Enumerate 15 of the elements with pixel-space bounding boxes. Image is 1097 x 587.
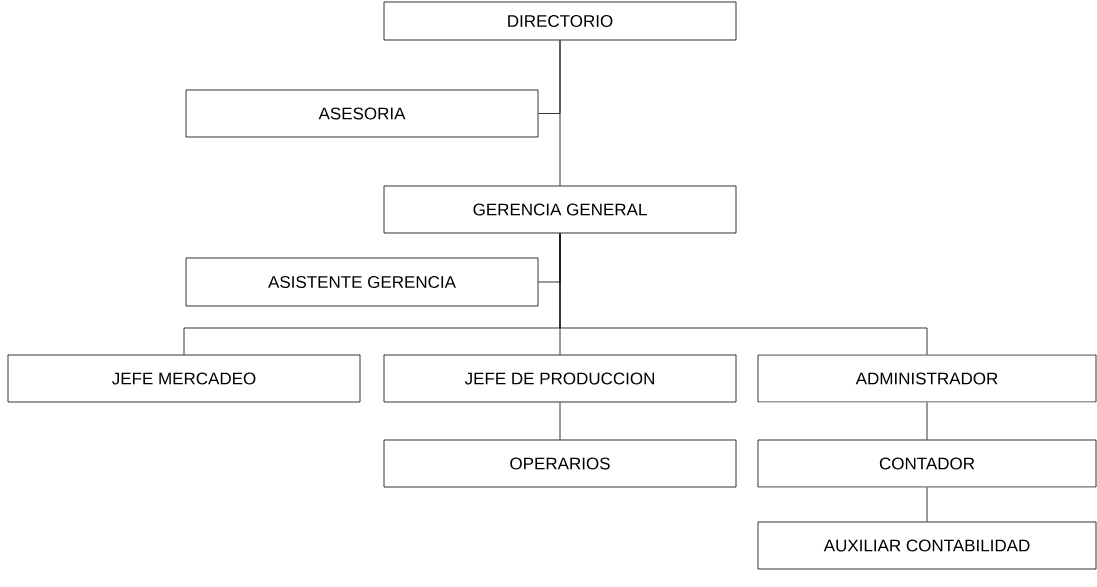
org-box: CONTADOR xyxy=(757,439,1097,488)
connector-line xyxy=(559,402,561,440)
org-box: ADMINISTRADOR xyxy=(757,354,1097,403)
connector-line xyxy=(926,487,928,522)
org-box: JEFE DE PRODUCCION xyxy=(383,354,737,403)
org-box: DIRECTORIO xyxy=(383,1,737,41)
org-box: ASISTENTE GERENCIA xyxy=(185,257,539,307)
org-box: ASESORIA xyxy=(185,89,539,138)
org-box: GERENCIA GENERAL xyxy=(383,185,737,234)
org-box: OPERARIOS xyxy=(383,439,737,488)
connector-line xyxy=(559,233,928,355)
org-box: JEFE MERCADEO xyxy=(7,354,361,403)
connector-line xyxy=(538,40,561,114)
connector-line xyxy=(926,402,928,440)
org-box: AUXILIAR CONTABILIDAD xyxy=(757,521,1097,570)
